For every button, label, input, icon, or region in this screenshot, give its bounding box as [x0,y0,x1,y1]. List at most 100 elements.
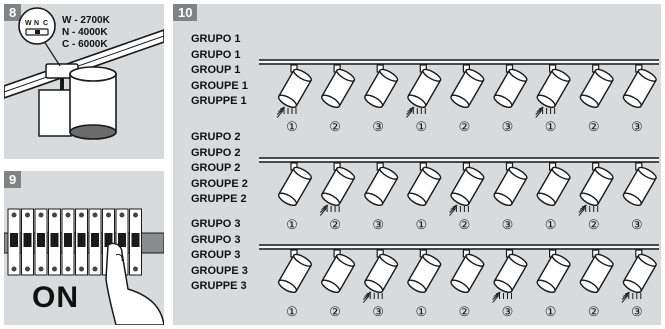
spotlight-off [406,250,442,295]
group-label: GRUPPE 2 [191,192,247,206]
spot-body [70,74,116,132]
circuit-number: ① [545,304,557,319]
group-label: GRUPO 2 [191,130,241,144]
circuit-number: ① [415,119,427,134]
breaker-toggle [51,233,59,247]
light-rays [320,205,339,215]
circuit-number: ③ [502,119,514,134]
spotlight-on [406,65,442,118]
step-8-panel: 8 W N C W - 2700K N - 4000K C - 6 [4,4,164,159]
spotlight-off [277,163,313,208]
breaker-toggle [132,233,140,247]
circuit-number: ② [459,119,471,134]
light-rays [622,292,641,302]
circuit-number: ① [286,119,298,134]
spotlight-on [363,250,399,303]
track-spotlight-illustration: W N C W - 2700K N - 4000K C - 6000K [4,4,164,159]
spotlight-off [579,65,615,110]
circuit-number: ③ [631,217,643,232]
breaker-panel-illustration [4,171,164,325]
light-rays [536,107,555,117]
switch-letter-w: W [25,20,32,27]
circuit-number: ③ [631,304,643,319]
circuit-number: ① [545,119,557,134]
circuit-breaker [89,209,101,275]
circuit-number: ③ [372,304,384,319]
spotlight-off [492,163,528,208]
spotlight-off [622,65,658,110]
spot-lens [70,125,116,139]
circuit-number: ③ [372,119,384,134]
circuit-number: ① [545,217,557,232]
circuit-number: ② [329,304,341,319]
temp-neutral: N - 4000K [62,27,108,38]
switch-letter-c: C [43,20,48,27]
circuit-breaker [49,209,61,275]
step-9-panel: 9 ON [4,171,164,325]
spotlight-off [320,65,356,110]
circuit-number: ② [588,304,600,319]
group-label: GRUPPE 1 [191,94,247,108]
circuit-number: ② [459,217,471,232]
circuit-breaker [8,209,20,275]
circuit-number: ① [286,217,298,232]
circuit-number: ② [329,119,341,134]
breaker-toggle [37,233,45,247]
circuit-number: ② [588,217,600,232]
breaker-toggle [10,233,18,247]
on-label: ON [32,281,79,315]
circuit-breaker [35,209,47,275]
spotlight-off [320,250,356,295]
circuit-breaker [62,209,74,275]
circuit-number: ③ [372,217,384,232]
circuit-number: ① [286,304,298,319]
spotlight-off [535,163,571,208]
spotlight-off [535,250,571,295]
circuit-number: ① [415,217,427,232]
bracket [39,90,71,136]
circuit-number: ③ [502,217,514,232]
group-label: GRUPO 3 [191,233,241,247]
circuit-number: ② [459,304,471,319]
group-label: GRUPO 3 [191,217,241,231]
circuit-number: ③ [502,304,514,319]
breaker-toggle [91,233,99,247]
temp-warm: W - 2700K [62,15,111,26]
spotlight-on [492,250,528,303]
group-label: GROUP 2 [191,161,240,175]
spotlight-on [535,65,571,118]
light-rays [277,107,296,117]
breaker-toggle [78,233,86,247]
spotlight-on [622,250,658,303]
temp-cool: C - 6000K [62,39,108,50]
spotlight-off [492,65,528,110]
spotlight-off [363,163,399,208]
breaker-toggle [24,233,32,247]
light-rays [363,292,382,302]
light-rays [579,205,598,215]
spotlight-off [449,250,485,295]
spotlight-on [320,163,356,216]
spotlight-off [277,250,313,295]
circuit-breaker [130,209,142,275]
group-label: GROUPE 3 [191,264,248,278]
group-label: GRUPPE 3 [191,279,247,293]
circuit-breaker [76,209,88,275]
light-rays [450,205,469,215]
group-label: GRUPO 1 [191,32,241,46]
circuit-number: ③ [631,119,643,134]
group-label: GRUPO 1 [191,48,241,62]
spotlight-off [406,163,442,208]
group-label: GROUPE 2 [191,177,248,191]
switch-letter-n: N [34,20,39,27]
spotlight-on [449,163,485,216]
group-label: GROUP 1 [191,63,240,77]
circuit-number: ② [329,217,341,232]
spotlight-on [579,163,615,216]
breaker-toggle [64,233,72,247]
circuit-number: ② [588,119,600,134]
circuit-breaker [22,209,34,275]
group-label: GROUP 3 [191,248,240,262]
